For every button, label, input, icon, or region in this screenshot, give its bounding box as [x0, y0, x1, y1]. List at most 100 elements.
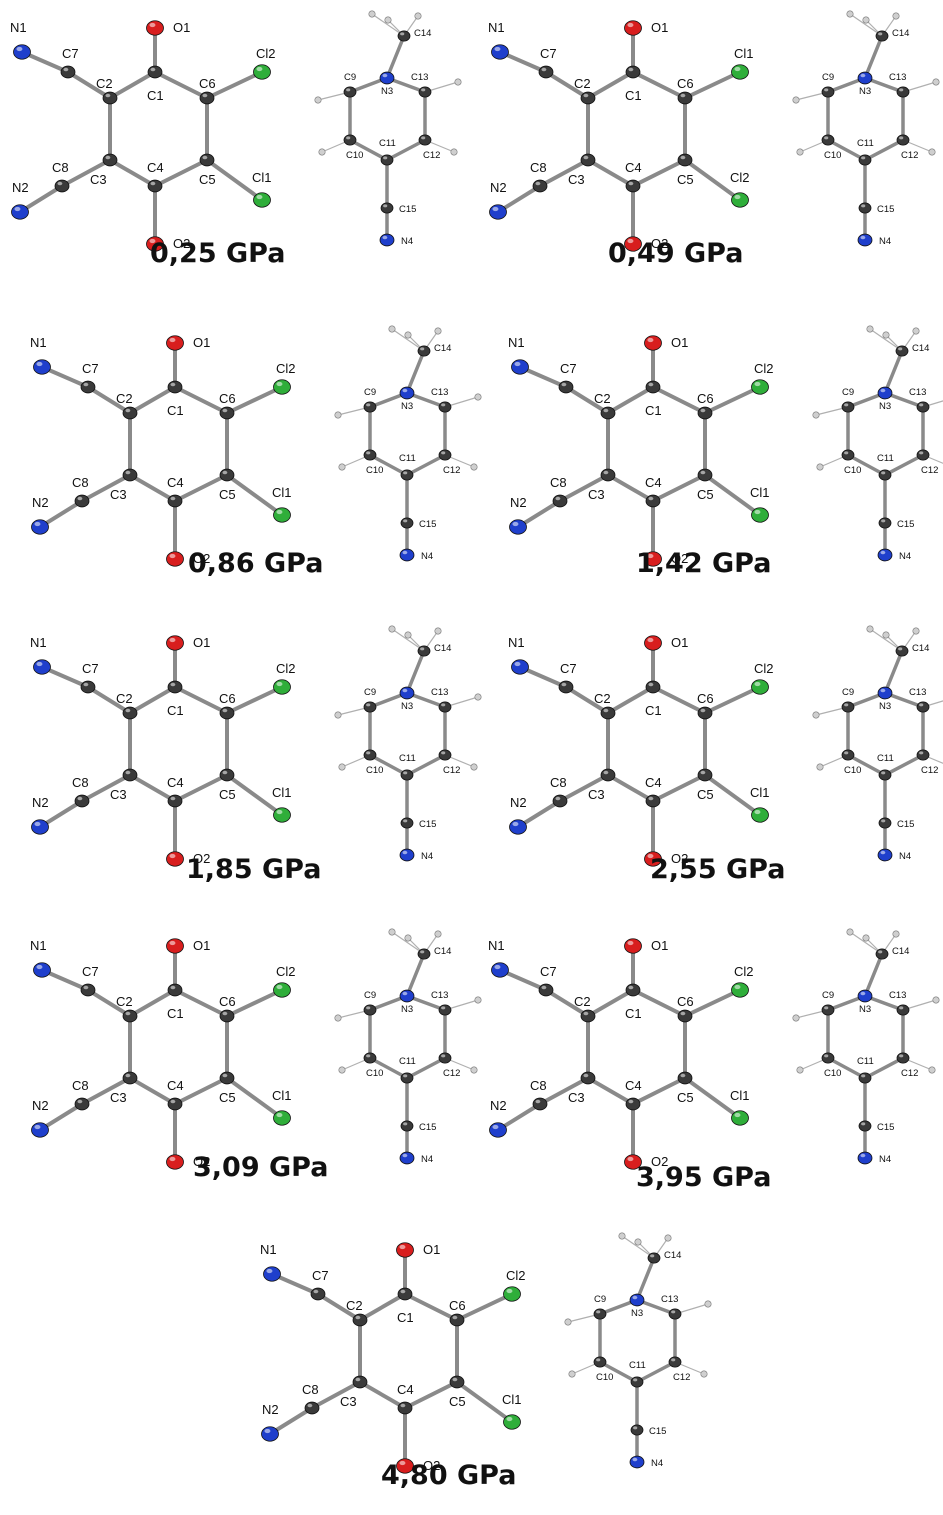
atom — [821, 1004, 835, 1016]
atom — [417, 345, 431, 357]
atom — [630, 1424, 644, 1436]
hydrogen-atom — [928, 1066, 936, 1074]
hydrogen-atom — [866, 625, 874, 633]
pressure-label: 4,80 GPa — [381, 1460, 517, 1491]
bond — [863, 952, 884, 998]
atom-label: C15 — [419, 819, 436, 830]
atom-label: N3 — [879, 401, 891, 412]
atom-label: C3 — [110, 487, 127, 502]
atom-label: C1 — [625, 1006, 642, 1021]
bond — [153, 70, 209, 100]
atom — [273, 507, 291, 523]
atom-label: C14 — [912, 643, 929, 654]
atom-label: C8 — [52, 160, 69, 175]
atom-label: Cl1 — [730, 1088, 750, 1103]
atom-label: C3 — [588, 487, 605, 502]
bond — [586, 1076, 635, 1106]
atom-label: O2 — [193, 851, 210, 866]
bond-h — [391, 328, 425, 352]
atom-label: C8 — [72, 775, 89, 790]
atom-label: C2 — [116, 691, 133, 706]
hydrogen-atom — [334, 411, 342, 419]
atom — [397, 1287, 413, 1301]
atom-label: C11 — [857, 138, 874, 149]
atom — [511, 359, 529, 375]
bond — [173, 473, 229, 503]
atom — [821, 1052, 835, 1064]
atom-label: C14 — [434, 643, 451, 654]
bond — [635, 1256, 656, 1302]
atom — [13, 44, 31, 60]
atom — [219, 1071, 235, 1085]
atom — [647, 1252, 661, 1264]
atom — [593, 1308, 607, 1320]
atom — [167, 794, 183, 808]
atom-label: C12 — [921, 465, 938, 476]
atom — [273, 679, 291, 695]
bond — [128, 1076, 177, 1106]
atom-label: N3 — [879, 701, 891, 712]
hydrogen-atom — [384, 16, 392, 24]
atom-label: N2 — [32, 1098, 49, 1113]
atom — [199, 91, 215, 105]
atom-label: C12 — [673, 1372, 690, 1383]
bond — [631, 70, 687, 100]
atom — [80, 680, 96, 694]
atom — [438, 749, 452, 761]
atom — [219, 1009, 235, 1023]
bond — [703, 685, 762, 715]
atom-label: O2 — [193, 551, 210, 566]
atom-label: C11 — [399, 753, 416, 764]
atom — [438, 401, 452, 413]
atom — [253, 192, 271, 208]
hydrogen-atom — [912, 627, 920, 635]
atom — [363, 701, 377, 713]
atom — [600, 768, 616, 782]
atom — [841, 749, 855, 761]
atom — [580, 1009, 596, 1023]
atom — [263, 1266, 281, 1282]
atom-label: N2 — [490, 180, 507, 195]
atom — [731, 192, 749, 208]
bond — [586, 70, 635, 100]
bond — [108, 70, 157, 100]
atom — [304, 1401, 320, 1415]
hydrogen-atom — [474, 693, 482, 701]
atom-label: C14 — [434, 946, 451, 957]
atom — [877, 548, 893, 562]
atom-label: C12 — [901, 150, 918, 161]
atom — [630, 1376, 644, 1388]
atom — [645, 680, 661, 694]
atom-label: C11 — [399, 453, 416, 464]
atom-label: N4 — [401, 236, 413, 247]
atom — [399, 848, 415, 862]
atom — [11, 204, 29, 220]
atom-label: C12 — [921, 765, 938, 776]
atom-label: C5 — [449, 1394, 466, 1409]
atom-label: O1 — [671, 635, 688, 650]
atom — [857, 1151, 873, 1165]
atom-label: C5 — [677, 172, 694, 187]
atom — [875, 948, 889, 960]
bond — [80, 773, 132, 803]
atom — [600, 406, 616, 420]
atom-label: C9 — [842, 687, 854, 698]
atom-label: N1 — [508, 335, 525, 350]
atom — [841, 701, 855, 713]
atom-label: C1 — [167, 403, 184, 418]
atom — [625, 1097, 641, 1111]
bond — [455, 1380, 514, 1424]
atom — [146, 236, 164, 252]
atom — [273, 807, 291, 823]
atom-label: C5 — [697, 487, 714, 502]
bond — [405, 952, 426, 998]
atom — [147, 179, 163, 193]
bond — [883, 649, 904, 695]
hydrogen-atom — [318, 148, 326, 156]
atom-label: C14 — [664, 1250, 681, 1261]
bond — [205, 70, 264, 100]
atom-label: C5 — [219, 487, 236, 502]
atom — [167, 1097, 183, 1111]
